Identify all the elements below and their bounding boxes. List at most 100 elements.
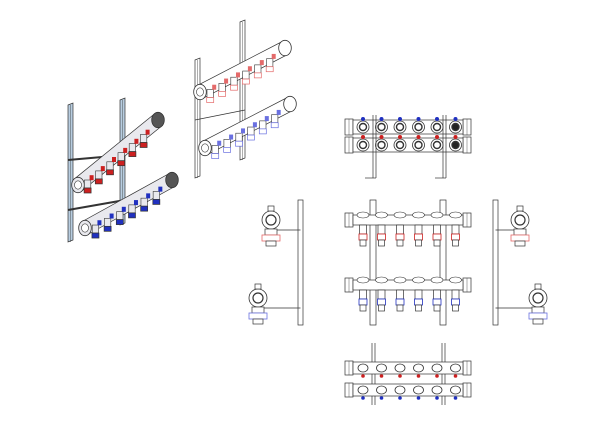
outlet-valve xyxy=(91,224,99,234)
outlet-valve xyxy=(218,83,226,92)
outlet-connector xyxy=(83,187,92,194)
outlet-bore xyxy=(358,122,368,132)
outlet-connector xyxy=(223,147,231,153)
outlet-connector xyxy=(106,169,114,176)
outlet-valve xyxy=(223,139,231,148)
outlet-connector xyxy=(94,178,103,185)
valve-cap xyxy=(229,134,234,140)
valve-cap xyxy=(146,193,151,199)
end-fitting-bore xyxy=(74,180,82,190)
valve-cap xyxy=(453,396,458,400)
outlet-connector xyxy=(510,234,530,242)
outlet-thread xyxy=(378,239,385,247)
outlet-connector xyxy=(414,233,423,241)
outlet-connector xyxy=(451,233,460,241)
manifold-bore xyxy=(265,214,277,226)
outlet-port xyxy=(413,385,424,395)
outlet-valve xyxy=(242,70,250,80)
outlet-connector xyxy=(128,151,137,157)
isometric-shaded-view xyxy=(67,97,179,243)
outlet-bore xyxy=(451,122,460,132)
valve-cap xyxy=(247,66,252,72)
outlet-valve xyxy=(140,197,148,207)
outlet-valve xyxy=(116,211,124,220)
outlet-valve xyxy=(433,224,441,235)
valve-cap xyxy=(416,396,421,400)
end-fitting-bore xyxy=(201,143,209,153)
outlet-thread xyxy=(378,304,385,312)
outlet-valve xyxy=(235,132,243,142)
outlet-connector xyxy=(377,233,386,241)
valve-cap xyxy=(109,213,114,219)
outlet-valve xyxy=(451,224,460,235)
valve-cap xyxy=(435,135,439,139)
end-cap xyxy=(151,111,165,129)
outlet-port xyxy=(413,363,424,373)
outlet-valve xyxy=(396,224,404,235)
valve-cap xyxy=(236,72,240,78)
outlet-connector xyxy=(211,153,220,159)
valve-cap xyxy=(398,396,402,400)
valve-top xyxy=(430,276,444,284)
outlet-valve xyxy=(117,152,125,161)
valve-cap xyxy=(435,374,439,378)
valve-cap xyxy=(97,220,102,226)
mounting-rail xyxy=(369,199,377,326)
outlet-port xyxy=(450,363,461,373)
outlet-valve xyxy=(230,76,238,86)
valve-cap xyxy=(398,135,402,139)
outlet-valve xyxy=(251,306,265,314)
outlet-bore xyxy=(414,140,423,150)
left-side-view xyxy=(248,199,304,326)
valve-cap xyxy=(361,374,365,378)
outlet-thread xyxy=(396,239,404,247)
outlet-valve xyxy=(106,161,114,171)
valve-top xyxy=(412,276,425,284)
valve-cap xyxy=(398,117,402,121)
outlet-connector xyxy=(230,84,238,91)
manifold-body xyxy=(352,361,464,375)
outlet-connector xyxy=(247,134,255,141)
air-vent xyxy=(254,283,262,290)
outlet-connector xyxy=(248,312,268,320)
manifold-bore xyxy=(252,292,264,304)
valve-cap xyxy=(264,116,269,122)
outlet-connector xyxy=(152,199,161,205)
outlet-connector xyxy=(206,97,215,103)
valve-top xyxy=(430,211,444,219)
valve-cap xyxy=(361,117,365,121)
valve-cap xyxy=(133,200,138,206)
outlet-thread xyxy=(265,240,277,247)
outlet-connector xyxy=(358,233,368,241)
outlet-connector xyxy=(128,212,136,219)
outlet-bore xyxy=(414,122,423,132)
outlet-connector xyxy=(395,298,405,306)
end-fitting-bore xyxy=(196,87,204,97)
valve-cap xyxy=(252,122,257,128)
valve-top xyxy=(375,276,388,284)
outlet-thread xyxy=(415,304,422,312)
valve-cap xyxy=(398,374,402,378)
valve-cap xyxy=(145,129,150,135)
outlet-connector xyxy=(451,298,460,306)
outlet-valve xyxy=(128,143,136,152)
manifold-bore xyxy=(532,292,544,304)
valve-cap xyxy=(123,147,128,153)
valve-cap xyxy=(435,117,439,121)
outlet-connector xyxy=(139,142,148,148)
valve-cap xyxy=(276,109,281,115)
outlet-connector xyxy=(377,298,386,306)
valve-top xyxy=(356,211,370,219)
valve-cap xyxy=(416,135,421,139)
valve-cap xyxy=(379,135,384,139)
outlet-valve xyxy=(513,228,527,236)
outlet-valve xyxy=(414,224,423,235)
outlet-port xyxy=(431,363,443,373)
end-cap xyxy=(283,95,297,113)
valve-cap xyxy=(112,157,116,162)
valve-cap xyxy=(361,135,365,139)
valve-cap xyxy=(271,53,276,59)
outlet-thread xyxy=(514,240,526,247)
valve-cap xyxy=(453,135,458,139)
